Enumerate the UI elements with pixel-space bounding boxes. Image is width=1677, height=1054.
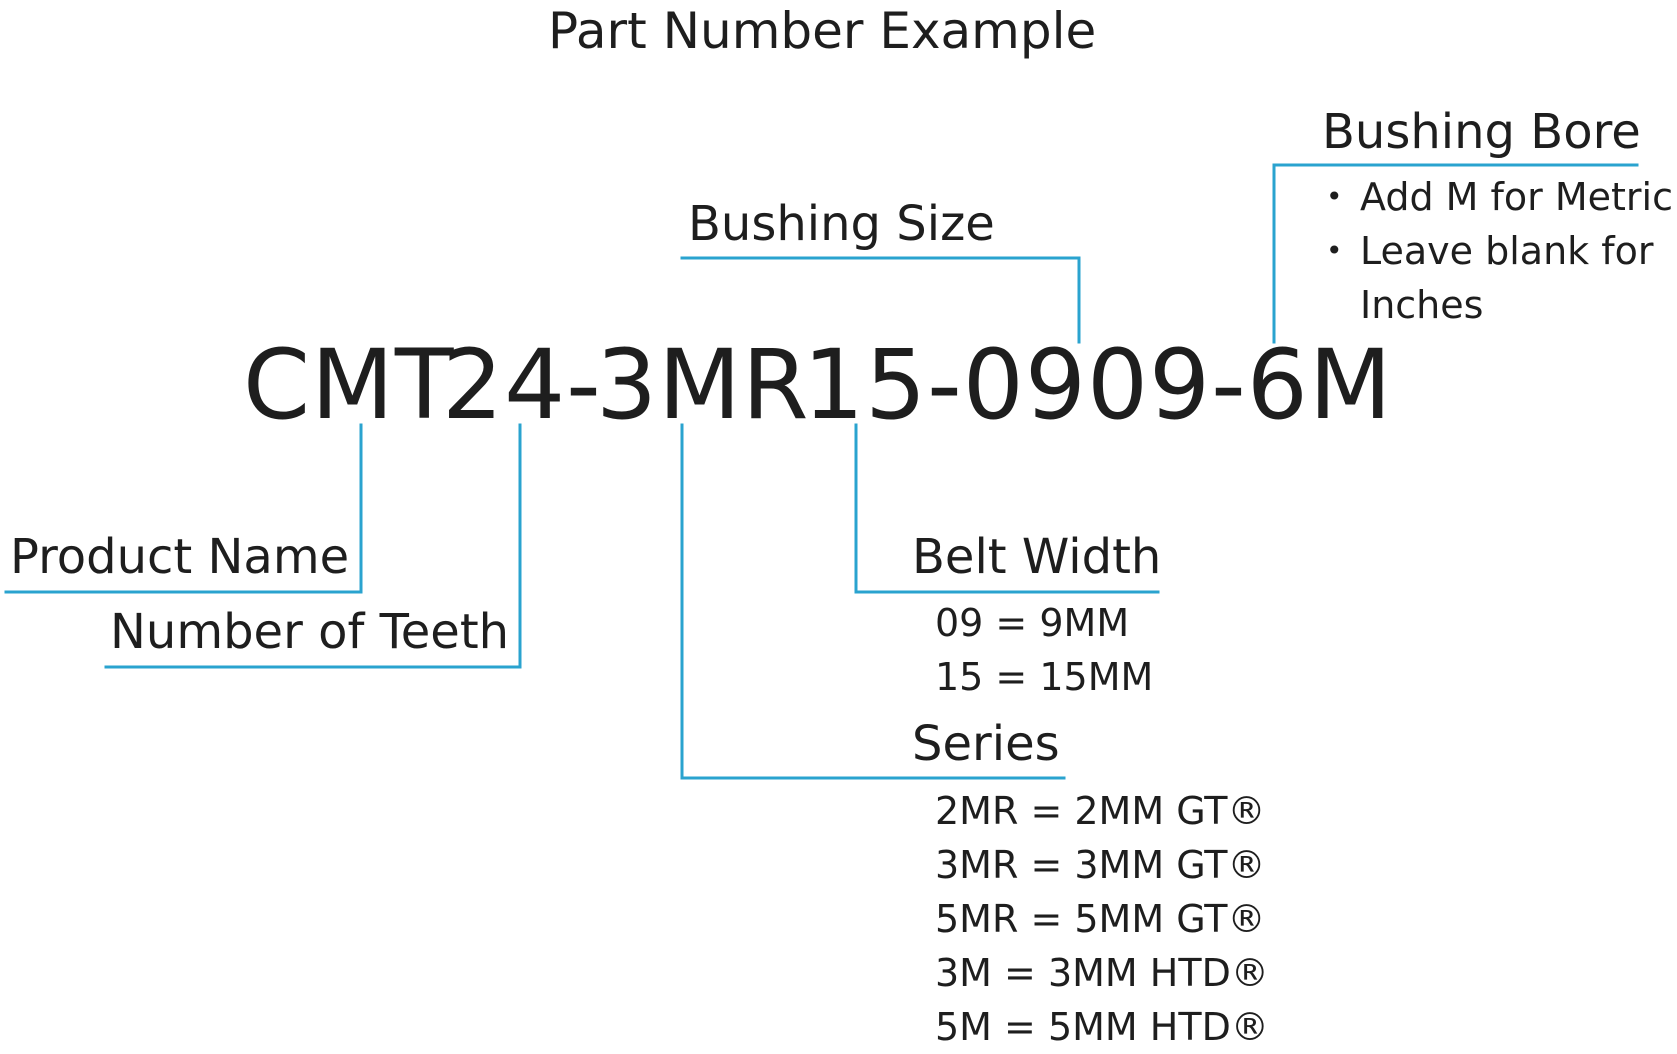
part-number-prefix: CMT [243, 329, 455, 441]
series-option: 3MR = 3MM GT® [935, 843, 1266, 887]
product-name-label: Product Name [10, 529, 350, 585]
belt-width-options: 09 = 9MM 15 = 15MM [935, 596, 1153, 704]
bushing-bore-connector [1272, 163, 1639, 344]
belt-width-option: 09 = 9MM [935, 601, 1130, 645]
bushing-bore-bullet: • Add M for Metric [1322, 170, 1677, 224]
number-of-teeth-label: Number of Teeth [110, 604, 510, 660]
belt-width-connector [854, 423, 1160, 594]
number-of-teeth-connector [104, 423, 522, 669]
series-connector [680, 423, 1066, 780]
series-option: 3M = 3MM HTD® [935, 951, 1269, 995]
part-number-suffix: 15-0909-6M [803, 329, 1393, 441]
part-number-teeth: 24- [442, 329, 602, 441]
bushing-bore-label: Bushing Bore [1322, 104, 1641, 160]
bullet-dot-icon: • [1326, 234, 1343, 267]
belt-width-option: 15 = 15MM [935, 655, 1154, 699]
part-number-series: 3MR [596, 329, 810, 441]
series-label: Series [912, 716, 1060, 772]
series-option: 2MR = 2MM GT® [935, 789, 1266, 833]
belt-width-label: Belt Width [912, 529, 1162, 585]
bushing-bore-bullet: • Leave blank for Inches [1322, 224, 1677, 332]
bushing-size-label: Bushing Size [688, 196, 995, 252]
series-option: 5M = 5MM HTD® [935, 1005, 1269, 1049]
bushing-bore-bullet-list: • Add M for Metric • Leave blank for Inc… [1322, 170, 1677, 332]
bullet-dot-icon: • [1326, 180, 1343, 213]
series-option: 5MR = 5MM GT® [935, 897, 1266, 941]
bushing-size-connector [680, 256, 1081, 344]
product-name-connector [4, 423, 363, 594]
series-options: 2MR = 2MM GT® 3MR = 3MM GT® 5MR = 5MM GT… [935, 784, 1269, 1054]
page-title: Part Number Example [548, 2, 1097, 60]
